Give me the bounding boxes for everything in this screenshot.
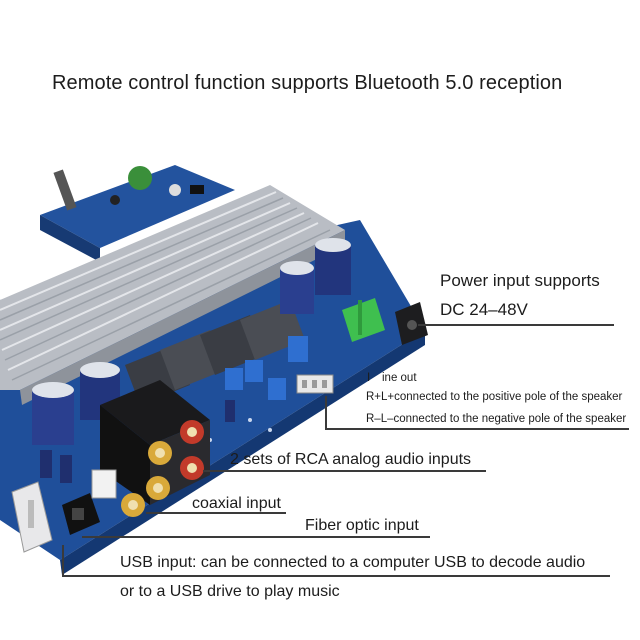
capacitors — [32, 238, 351, 483]
rear-control-board — [40, 165, 235, 262]
coaxial-label: coaxial input — [192, 495, 281, 512]
rca-label: 2 sets of RCA analog audio inputs — [230, 451, 472, 468]
speaker-terminal — [342, 298, 385, 342]
dc-jack — [395, 302, 428, 345]
rl-leader — [325, 428, 629, 430]
coaxial-leader — [146, 512, 286, 514]
rca-block — [100, 380, 210, 517]
rl-negative-label: R–L–connected to the negative pole of th… — [366, 413, 627, 425]
rl-positive-label: R+L+connected to the positive pole of th… — [366, 391, 623, 403]
rca-leader — [203, 470, 486, 472]
heatsink — [0, 185, 345, 405]
white-connector — [91, 469, 117, 499]
line-out-connector — [296, 374, 334, 394]
rl-leader-vertical — [325, 396, 327, 428]
usb-port — [11, 481, 53, 553]
power-label-line1: Power input supports — [440, 271, 600, 290]
usb-leader-vertical — [62, 545, 64, 575]
optical-port — [62, 493, 100, 535]
fiber-leader — [82, 536, 430, 538]
fiber-label: Fiber optic input — [305, 517, 419, 534]
usb-leader — [62, 575, 610, 577]
line-out-label: ine out — [382, 372, 417, 384]
usb-label-line2: or to a USB drive to play music — [120, 583, 340, 600]
headline: Remote control function supports Bluetoo… — [52, 72, 563, 94]
power-label-line2: DC 24–48V — [440, 300, 528, 319]
usb-label-line1: USB input: can be connected to a compute… — [120, 554, 586, 571]
film-capacitors — [225, 336, 308, 400]
line-out-mark: I — [367, 372, 371, 384]
power-leader — [418, 324, 614, 326]
